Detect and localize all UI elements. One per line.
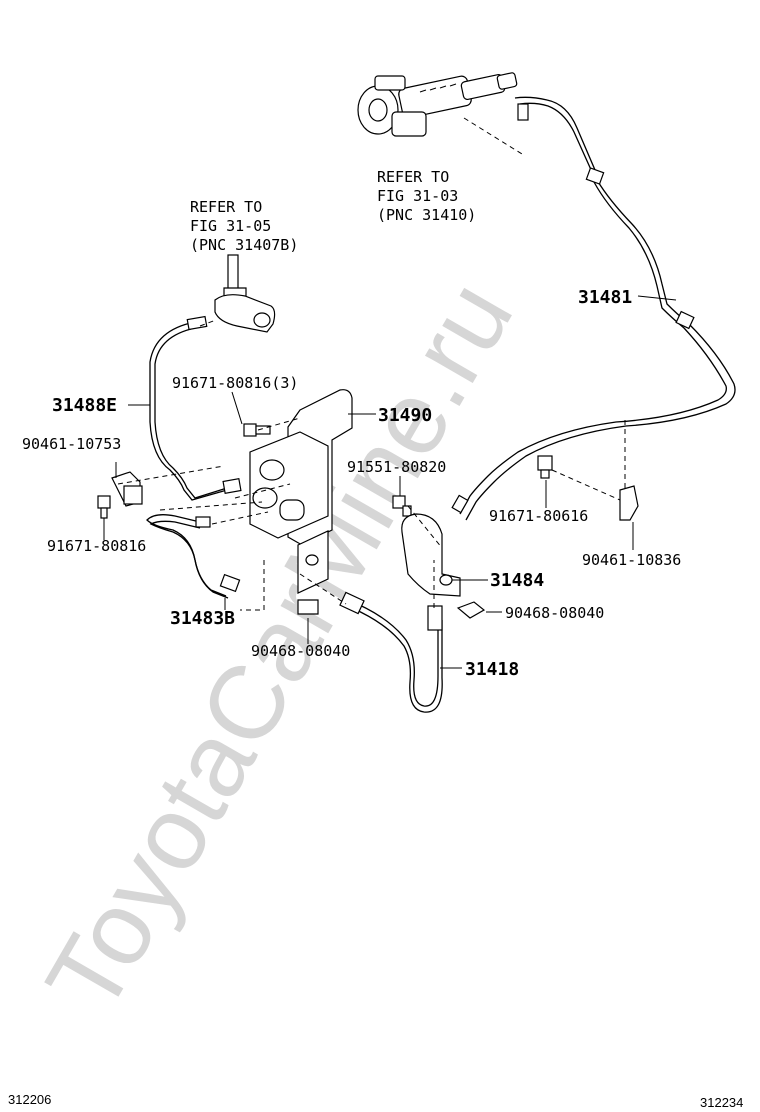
- bracket-31484-illustration: [401, 513, 461, 597]
- label-91671-80616[interactable]: 91671-80616: [489, 507, 588, 525]
- label-90461-10753[interactable]: 90461-10753: [22, 435, 121, 453]
- ref-master-line-1: REFER TO: [377, 168, 449, 186]
- label-90468-08040-bottom[interactable]: 90468-08040: [251, 642, 350, 660]
- clip-90468-08040-right-illustration: [456, 601, 486, 619]
- label-91551-80820[interactable]: 91551-80820: [347, 458, 446, 476]
- ref-master-line-2: FIG 31-03: [377, 187, 458, 205]
- clutch-master-cylinder-illustration: [357, 72, 518, 137]
- pipe-31481: [465, 96, 736, 521]
- bolt-91551-80820-illustration: [392, 495, 412, 517]
- ref-release-line-3: (PNC 31407B): [190, 236, 298, 254]
- bolt-91671-80816-illustration: [97, 495, 111, 519]
- pipe-31488e: [149, 321, 228, 501]
- footer-left-code: 312206: [8, 1092, 51, 1107]
- label-31483b[interactable]: 31483B: [170, 608, 235, 629]
- clamp-90461-10753-illustration: [111, 471, 143, 507]
- bolt-91671-80816-3-illustration: [243, 423, 271, 437]
- ref-release-line-2: FIG 31-05: [190, 217, 271, 235]
- bolt-91671-80616-illustration: [537, 455, 553, 479]
- hose-31418: [347, 599, 439, 707]
- label-31481[interactable]: 31481: [578, 287, 632, 308]
- valve-bracket-31490-illustration: [249, 389, 353, 594]
- release-cylinder-fitting-illustration: [214, 254, 276, 333]
- label-90461-10836[interactable]: 90461-10836: [582, 551, 681, 569]
- label-91671-80816[interactable]: 91671-80816: [47, 537, 146, 555]
- ref-master-line-3: (PNC 31410): [377, 206, 476, 224]
- label-31490[interactable]: 31490: [378, 405, 432, 426]
- clamp-90461-10836-illustration: [619, 485, 639, 521]
- label-90468-08040-right[interactable]: 90468-08040: [505, 604, 604, 622]
- clip-90468-08040-bottom-illustration: [297, 599, 319, 615]
- label-31488e[interactable]: 31488E: [52, 395, 117, 416]
- label-31484[interactable]: 31484: [490, 570, 544, 591]
- label-31418[interactable]: 31418: [465, 659, 519, 680]
- ref-release-line-1: REFER TO: [190, 198, 262, 216]
- footer-right-code: 312234: [700, 1095, 743, 1110]
- label-91671-80816-3[interactable]: 91671-80816(3): [172, 374, 298, 392]
